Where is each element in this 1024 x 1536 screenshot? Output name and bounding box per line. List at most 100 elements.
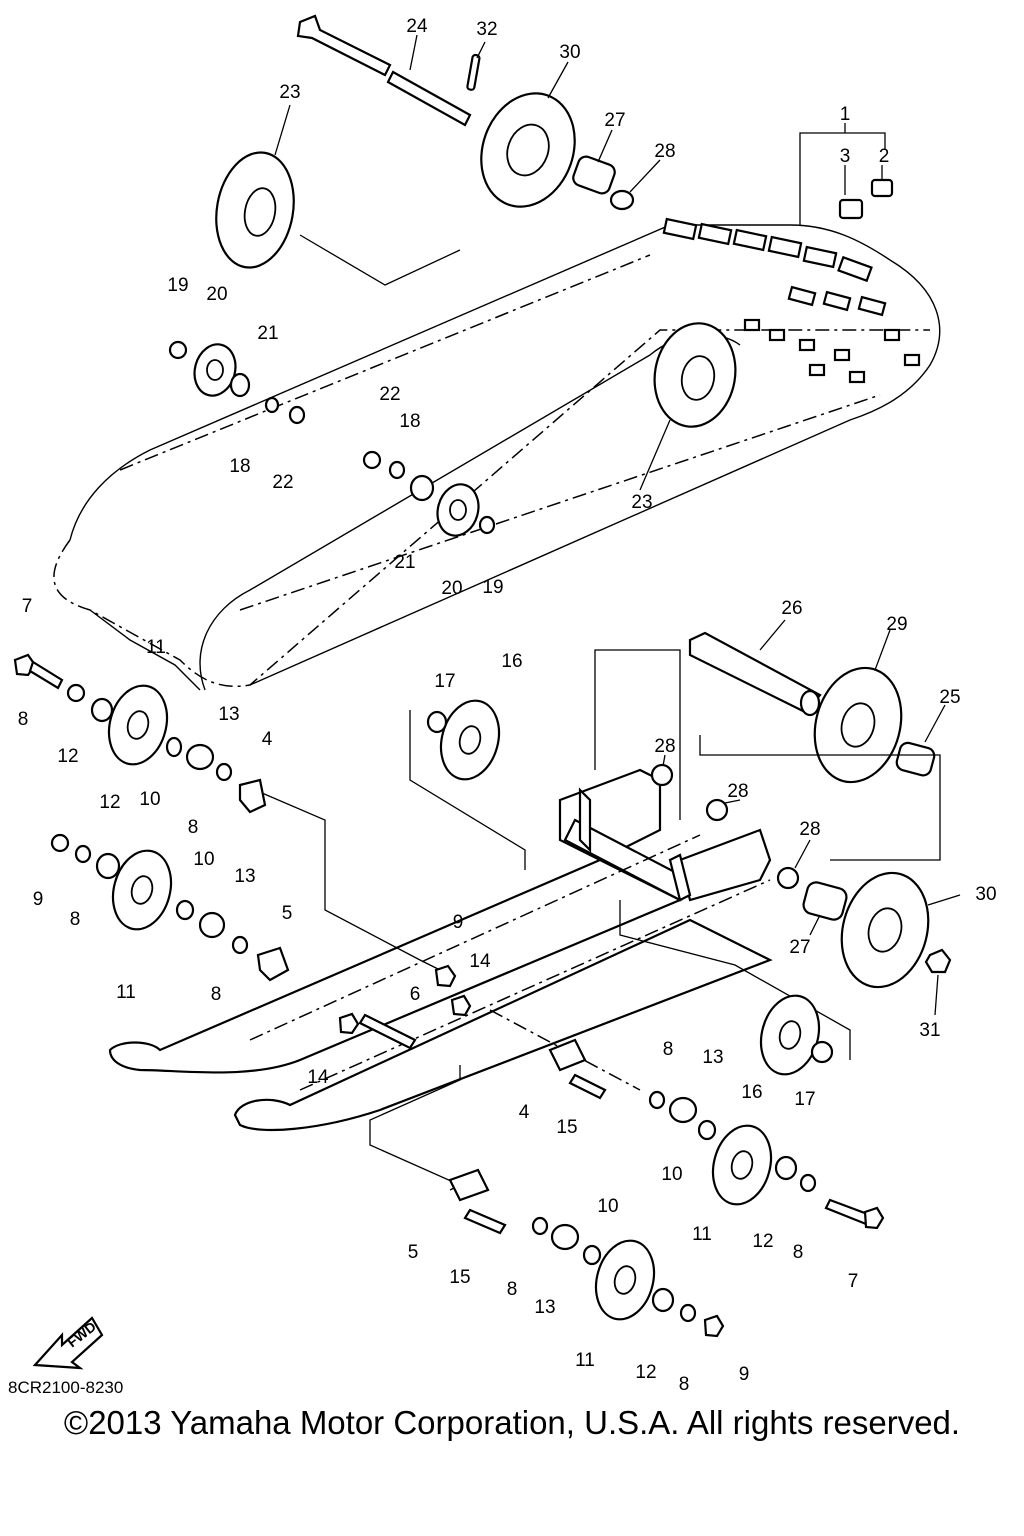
axle-24 [296, 14, 472, 127]
part-label: 7 [848, 1271, 859, 1292]
diagram-code: 8CR2100-8230 [8, 1378, 124, 1397]
axle-26 [688, 619, 822, 717]
part-label: 4 [262, 729, 273, 750]
part-label: 7 [22, 596, 33, 617]
part-label: 11 [692, 1224, 712, 1245]
part-label: 22 [272, 472, 293, 493]
roller-11-b [111, 849, 173, 931]
roller-11-d [594, 1239, 656, 1321]
part-label: 27 [604, 110, 625, 131]
part-label: 17 [794, 1089, 815, 1110]
part-label: 13 [534, 1297, 555, 1318]
part-label: 8 [679, 1374, 690, 1395]
part-label: 28 [727, 781, 748, 802]
part-label: 13 [234, 866, 255, 887]
left-idler-upper [168, 340, 306, 425]
part-labels: 1 2 3 4 4 5 5 6 7 7 8 8 8 8 8 8 8 8 9 9 … [18, 16, 997, 1395]
part-label: 12 [752, 1231, 773, 1252]
part-label: 8 [188, 817, 199, 838]
collar-27-top [572, 129, 616, 195]
part-label: 11 [146, 637, 166, 658]
part-label: 1 [840, 104, 851, 125]
part-label: 30 [559, 42, 580, 63]
wheel-30-top [480, 61, 576, 208]
part-label: 12 [57, 746, 78, 767]
part-label: 23 [279, 82, 300, 103]
part-label: 5 [408, 1242, 419, 1263]
collar-27-right [802, 881, 848, 921]
roller-11-c [711, 1124, 773, 1206]
part-label: 29 [886, 614, 907, 635]
part-label: 8 [18, 709, 29, 730]
nut-31 [924, 948, 952, 974]
part-label: 20 [441, 578, 462, 599]
roller-16-mid [439, 699, 501, 781]
part-label: 23 [631, 492, 652, 513]
wheel-29 [813, 629, 903, 784]
hardware [13, 653, 961, 1338]
part-label: 21 [394, 552, 415, 573]
copyright-notice: ©2013 Yamaha Motor Corporation, U.S.A. A… [63, 1404, 961, 1441]
part-label: 16 [741, 1082, 762, 1103]
part-label: 20 [206, 284, 227, 305]
part-label: 27 [789, 937, 810, 958]
part-label: 8 [70, 909, 81, 930]
part-label: 10 [597, 1196, 618, 1217]
part-label: 17 [434, 671, 455, 692]
wheel-23-top [215, 104, 461, 286]
roller-11-a [107, 684, 169, 766]
track-lugs [662, 217, 921, 384]
part-label: 11 [116, 982, 136, 1003]
part-label: 9 [33, 889, 44, 910]
part-label: 15 [556, 1117, 577, 1138]
part-label: 16 [501, 651, 522, 672]
mid-idler-upper [362, 450, 496, 537]
part-label: 8 [211, 984, 222, 1005]
part-label: 14 [307, 1067, 329, 1088]
part-label: 24 [406, 16, 428, 37]
part-label: 28 [799, 819, 820, 840]
part-label: 13 [702, 1047, 723, 1068]
part-label: 8 [507, 1279, 518, 1300]
roller-16-low [759, 994, 821, 1076]
part-label: 30 [975, 884, 996, 905]
part-label: 18 [399, 411, 420, 432]
track-belt [53, 217, 941, 691]
part-label: 21 [257, 323, 278, 344]
part-label: 6 [410, 984, 421, 1005]
part-label: 31 [919, 1020, 940, 1041]
wheel-30-right [840, 871, 930, 989]
part-label: 11 [575, 1350, 595, 1371]
washer-28-top [609, 159, 661, 211]
part-label: 32 [476, 19, 497, 40]
part-label: 4 [519, 1102, 530, 1123]
wheel-23-mid [639, 322, 737, 491]
part-label: 9 [453, 912, 464, 933]
part-label: 28 [654, 736, 675, 757]
part-label: 9 [739, 1364, 750, 1385]
part-label: 8 [663, 1039, 674, 1060]
part-label: 5 [282, 903, 293, 924]
bracket-right [699, 735, 941, 861]
part-label: 19 [482, 577, 503, 598]
part-label: 28 [654, 141, 675, 162]
part-label: 25 [939, 687, 960, 708]
part-label: 19 [167, 275, 188, 296]
part-label: 8 [793, 1242, 804, 1263]
frame [108, 710, 851, 1191]
part-label: 15 [449, 1267, 470, 1288]
part-label: 12 [635, 1362, 656, 1383]
pin-32 [466, 41, 486, 91]
part-label: 12 [99, 792, 120, 813]
group-1-bracket [799, 123, 894, 225]
part-label: 13 [218, 704, 239, 725]
part-label: 18 [229, 456, 250, 477]
part-label: 10 [193, 849, 214, 870]
part-label: 3 [840, 146, 851, 167]
part-label: 2 [879, 146, 890, 167]
part-label: 22 [379, 384, 400, 405]
part-label: 26 [781, 598, 802, 619]
part-label: 10 [139, 789, 160, 810]
bracket-right-top [594, 649, 681, 820]
